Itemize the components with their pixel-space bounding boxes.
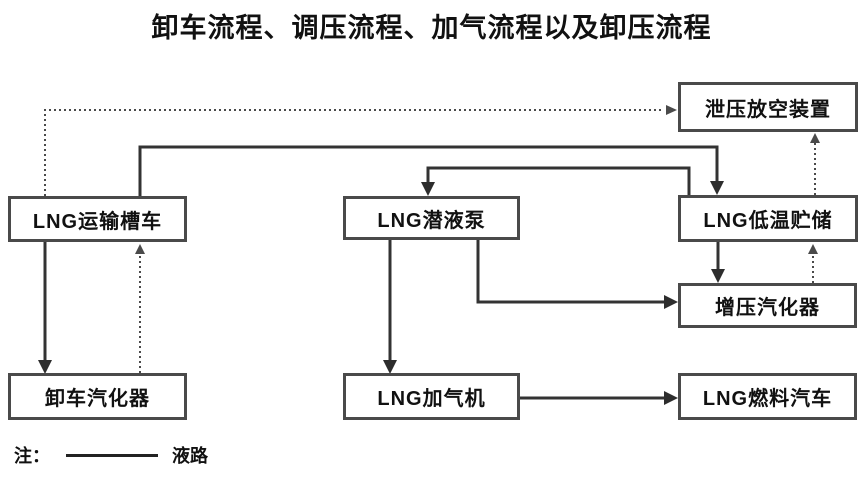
arrowhead-up-icon [135,244,145,254]
node-lng-tanker-label: LNG运输槽车 [32,210,163,233]
edge-tanker-to-relief-vent [44,105,677,196]
legend-note-prefix: 注： [14,446,50,466]
arrowhead-up-icon [808,244,818,254]
edge-unloading-vaporizer-to-tanker [135,244,145,373]
node-unloading-vaporizer: 卸车汽化器 [8,373,187,420]
node-relief-vent-label: 泄压放空装置 [705,98,831,121]
arrowhead-down-icon [383,360,397,374]
edge-pump-to-booster-vaporizer [476,240,678,309]
edge-dispenser-to-vehicle [520,391,678,405]
node-booster-vaporizer-label: 增压汽化器 [715,297,820,319]
solid-line-sample-icon [66,453,158,457]
edge-storage-to-booster-vaporizer [711,242,725,283]
node-lng-fuel-vehicle-label: LNG燃料汽车 [702,388,833,410]
arrowhead-down-icon [711,269,725,283]
arrowhead-up-icon [810,133,820,143]
edge-booster-vaporizer-to-storage [808,244,818,283]
arrowhead-right-icon [666,105,677,115]
edge-tanker-to-unloading-vaporizer [38,242,52,374]
node-lng-fuel-vehicle: LNG燃料汽车 [678,373,857,420]
arrowhead-down-icon [710,181,724,195]
legend-liquid-path-label: 液路 [172,446,208,466]
node-relief-vent: 泄压放空装置 [678,82,858,132]
edge-tanker-to-storage [138,145,724,196]
legend: 注： 液路 [14,442,208,468]
arrowhead-down-icon [421,182,435,196]
node-lng-submersible-pump-label: LNG潜液泵 [377,209,486,232]
arrowhead-right-icon [664,391,678,405]
node-lng-cryo-storage: LNG低温贮储 [678,195,858,242]
node-lng-tanker: LNG运输槽车 [8,196,187,242]
edge-storage-to-pump [421,166,691,196]
arrowhead-right-icon [664,295,678,309]
arrowhead-down-icon [38,360,52,374]
diagram-title: 卸车流程、调压流程、加气流程以及卸压流程 [151,13,712,43]
edge-storage-to-relief-vent [810,133,820,195]
node-lng-submersible-pump: LNG潜液泵 [343,196,520,240]
node-lng-dispenser: LNG加气机 [343,373,520,420]
edge-pump-to-dispenser [383,240,397,374]
node-unloading-vaporizer-label: 卸车汽化器 [45,388,150,410]
node-lng-dispenser-label: LNG加气机 [377,388,486,410]
node-lng-cryo-storage-label: LNG低温贮储 [703,210,833,232]
node-booster-vaporizer: 增压汽化器 [678,283,857,328]
